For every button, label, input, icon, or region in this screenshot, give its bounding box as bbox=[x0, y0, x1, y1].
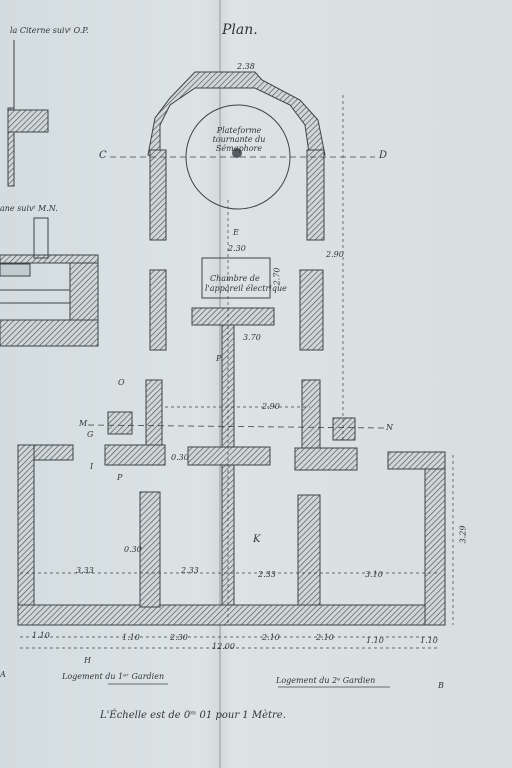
paper-fold bbox=[219, 0, 221, 768]
dim-corridor: 3.70 bbox=[243, 333, 261, 342]
mn-section-label: ane suivᵗ M.N. bbox=[0, 204, 58, 213]
cross-wall bbox=[187, 446, 271, 466]
plan-title: Plan. bbox=[222, 22, 258, 38]
dim-b3: 2.30 bbox=[170, 633, 188, 642]
stair-box-left bbox=[107, 411, 133, 435]
lamp-tower bbox=[145, 71, 326, 451]
dim-lamp-side: 2.90 bbox=[326, 250, 344, 259]
dim-b6: 1.10 bbox=[366, 636, 384, 645]
dim-b5: 2.10 bbox=[316, 633, 334, 642]
housing-right-label: Logement du 2ᵉ Gardien bbox=[276, 676, 376, 685]
dim-stair-gap: 2.90 bbox=[262, 402, 280, 411]
cistern-section-label: la Citerne suivᵗ O.P. bbox=[10, 26, 89, 35]
dim-small-mid: 0.30 bbox=[124, 545, 142, 554]
dim-b2: 1.10 bbox=[122, 633, 140, 642]
dim-electric-height: 2.70 bbox=[272, 267, 282, 286]
letter-d: D bbox=[379, 150, 388, 161]
mn-section bbox=[0, 217, 99, 347]
letter-c: C bbox=[99, 150, 107, 161]
electric-room-label-1: Chambre de bbox=[210, 274, 260, 283]
dim-b4: 2.10 bbox=[262, 633, 280, 642]
letter-k: K bbox=[253, 534, 261, 545]
dim-small-left: 0.30 bbox=[171, 453, 189, 462]
cistern-section bbox=[7, 40, 49, 187]
dim-left-room: 3.33 bbox=[76, 566, 94, 575]
dim-tower-width: 2.30 bbox=[228, 244, 246, 253]
dim-b7: 1.10 bbox=[420, 636, 438, 645]
letter-b: B bbox=[438, 681, 444, 690]
dim-b1: 1.10 bbox=[32, 631, 50, 640]
electric-room bbox=[201, 257, 271, 299]
letter-p-center: P bbox=[216, 354, 222, 363]
letter-a: A bbox=[0, 670, 6, 679]
dim-right-room-b: 3.10 bbox=[365, 570, 383, 579]
letter-n: N bbox=[386, 423, 393, 432]
letter-m: M bbox=[79, 419, 88, 428]
dimension-lines bbox=[20, 95, 454, 649]
letter-e: E bbox=[233, 228, 239, 237]
lower-building-walls bbox=[17, 444, 446, 626]
dim-top-width: 2.38 bbox=[237, 62, 255, 71]
letter-o: O bbox=[118, 378, 125, 387]
dim-mid-room: 2.33 bbox=[181, 566, 199, 575]
dim-right-height: 3.29 bbox=[458, 525, 468, 544]
dim-bottom-total: 12.00 bbox=[212, 642, 235, 651]
lamp-room-label: Plateforme tournante du Sémaphore bbox=[212, 126, 266, 153]
letter-i: I bbox=[90, 462, 94, 471]
letter-p: P bbox=[117, 473, 123, 482]
housing-left-label: Logement du 1ᵉʳ Gardien bbox=[62, 672, 165, 681]
letter-g: G bbox=[87, 430, 94, 439]
lamp-center bbox=[232, 148, 242, 158]
electric-room-label-2: l'appareil électrique bbox=[205, 284, 287, 293]
electric-room-floor bbox=[191, 307, 275, 326]
letter-h: H bbox=[84, 656, 91, 665]
dim-right-room-a: 2.33 bbox=[258, 570, 276, 579]
stair-box-right bbox=[332, 417, 356, 441]
scale-note: L'Échelle est de 0ᵐ 01 pour 1 Mètre. bbox=[100, 710, 286, 721]
